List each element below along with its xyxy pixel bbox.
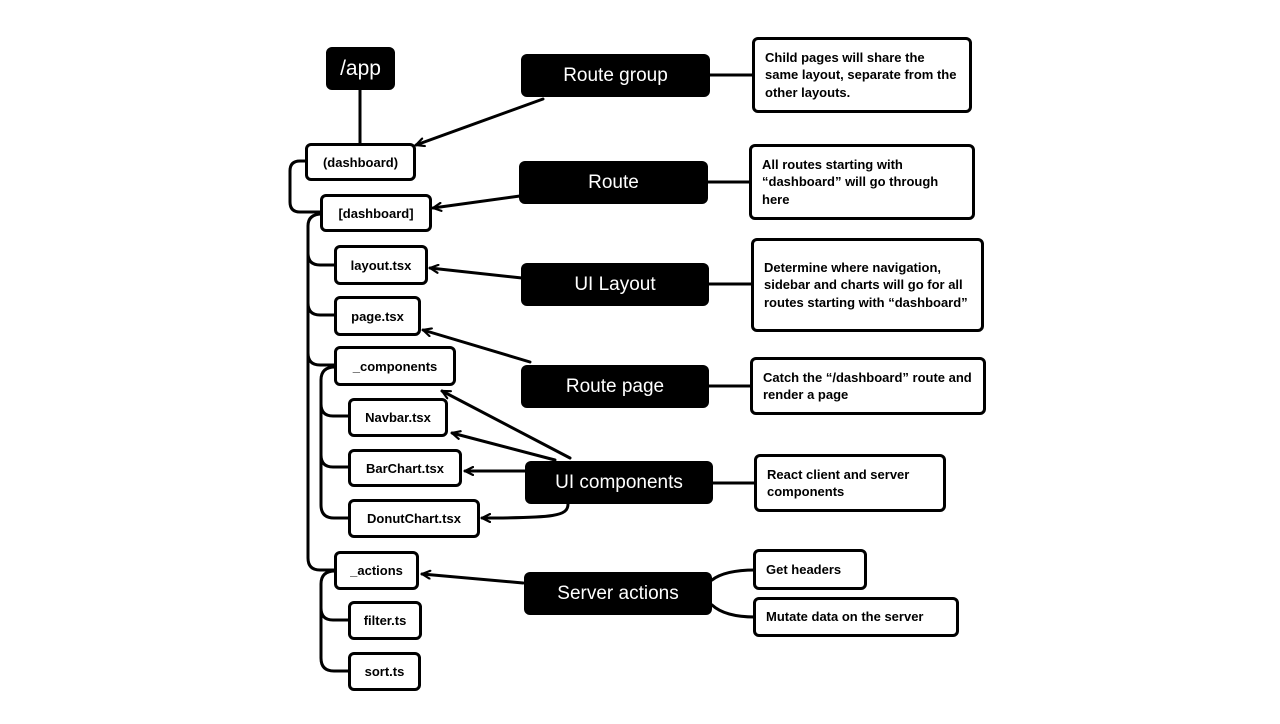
tree-line-barchart — [319, 453, 350, 469]
tree-line-route — [306, 212, 336, 572]
note-route-group: Child pages will share the same layout, … — [752, 37, 972, 113]
tree-node-filter-file: filter.ts — [348, 601, 422, 640]
arrow-route-page — [421, 330, 532, 364]
arrow-ui-components-components — [440, 389, 572, 460]
connector-server-actions-mutate — [710, 603, 757, 619]
tree-line-group — [288, 159, 322, 214]
arrow-ui-layout — [428, 268, 524, 280]
arrow-ui-components-navbar — [450, 433, 557, 462]
tree-node-app: /app — [326, 47, 395, 90]
label-route: Route — [519, 161, 708, 204]
arrow-route — [431, 194, 522, 208]
connector-server-actions-headers — [710, 568, 757, 582]
note-ui-components: React client and server components — [754, 454, 946, 512]
tree-node-donutchart-file: DonutChart.tsx — [348, 499, 480, 538]
note-get-headers: Get headers — [753, 549, 867, 590]
tree-node-layout-file: layout.tsx — [334, 245, 428, 285]
tree-node-navbar-file: Navbar.tsx — [348, 398, 448, 437]
tree-line-filter — [319, 606, 350, 622]
note-ui-layout: Determine where navigation, sidebar and … — [751, 238, 984, 332]
label-server-actions: Server actions — [524, 572, 712, 615]
label-route-group: Route group — [521, 54, 710, 97]
tree-node-barchart-file: BarChart.tsx — [348, 449, 462, 487]
tree-node-actions-folder: _actions — [334, 551, 419, 590]
tree-node-page-file: page.tsx — [334, 296, 421, 336]
tree-line-components-children — [319, 365, 350, 520]
tree-node-dashboard-route: [dashboard] — [320, 194, 432, 232]
tree-line-components — [306, 351, 336, 367]
tree-line-actions-children — [319, 569, 350, 673]
tree-line-navbar — [319, 402, 350, 418]
label-ui-layout: UI Layout — [521, 263, 709, 306]
label-route-page: Route page — [521, 365, 709, 408]
tree-node-dashboard-group: (dashboard) — [305, 143, 416, 181]
tree-line-layout — [306, 251, 336, 267]
arrow-server-actions — [420, 574, 525, 585]
arrow-route-group — [414, 97, 545, 145]
note-route: All routes starting with “dashboard” wil… — [749, 144, 975, 220]
tree-node-sort-file: sort.ts — [348, 652, 421, 691]
tree-line-page — [306, 301, 336, 317]
note-mutate-data: Mutate data on the server — [753, 597, 959, 637]
arrow-ui-components-donutchart — [480, 502, 570, 518]
label-ui-components: UI components — [525, 461, 713, 504]
tree-node-components-folder: _components — [334, 346, 456, 386]
note-route-page: Catch the “/dashboard” route and render … — [750, 357, 986, 415]
